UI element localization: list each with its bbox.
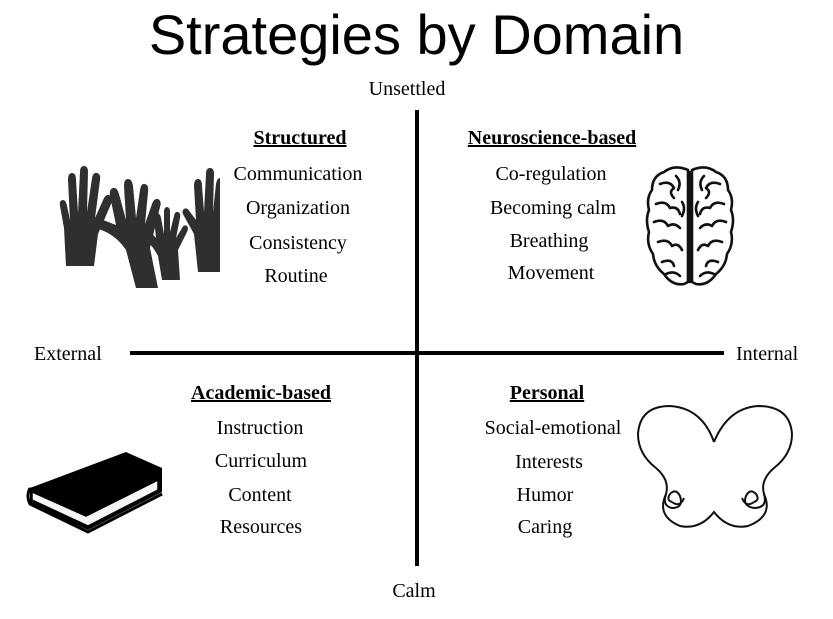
quadrant-title: Personal [509, 382, 585, 404]
list-item: Content [228, 484, 292, 506]
raised-hands-icon [59, 166, 220, 288]
list-item: Humor [516, 484, 574, 506]
list-item: Breathing [509, 230, 589, 252]
list-item: Movement [507, 262, 595, 284]
vertical-axis [415, 110, 419, 566]
list-item: Resources [219, 516, 303, 538]
list-item: Becoming calm [489, 197, 617, 219]
list-item: Routine [264, 265, 328, 287]
list-item: Communication [233, 163, 363, 185]
quadrant-title: Academic-based [191, 382, 331, 404]
quadrant-title: Structured [253, 127, 347, 149]
list-item: Social-emotional [484, 417, 622, 439]
axis-label-top: Unsettled [368, 78, 446, 100]
list-item: Instruction [216, 417, 304, 439]
list-item: Interests [515, 451, 583, 473]
brain-icon [645, 166, 735, 286]
book-icon [26, 452, 163, 534]
list-item: Curriculum [214, 450, 308, 472]
diagram-title: Strategies by Domain [148, 3, 685, 66]
axis-label-bottom: Calm [392, 580, 436, 602]
list-item: Caring [517, 516, 573, 538]
axis-label-left: External [34, 343, 102, 365]
quadrant-title: Neuroscience-based [467, 127, 637, 149]
list-item: Co-regulation [495, 163, 607, 185]
heart-icon [636, 404, 794, 528]
horizontal-axis [130, 351, 724, 355]
axis-label-right: Internal [736, 343, 799, 365]
list-item: Consistency [249, 232, 347, 254]
list-item: Organization [245, 197, 351, 219]
